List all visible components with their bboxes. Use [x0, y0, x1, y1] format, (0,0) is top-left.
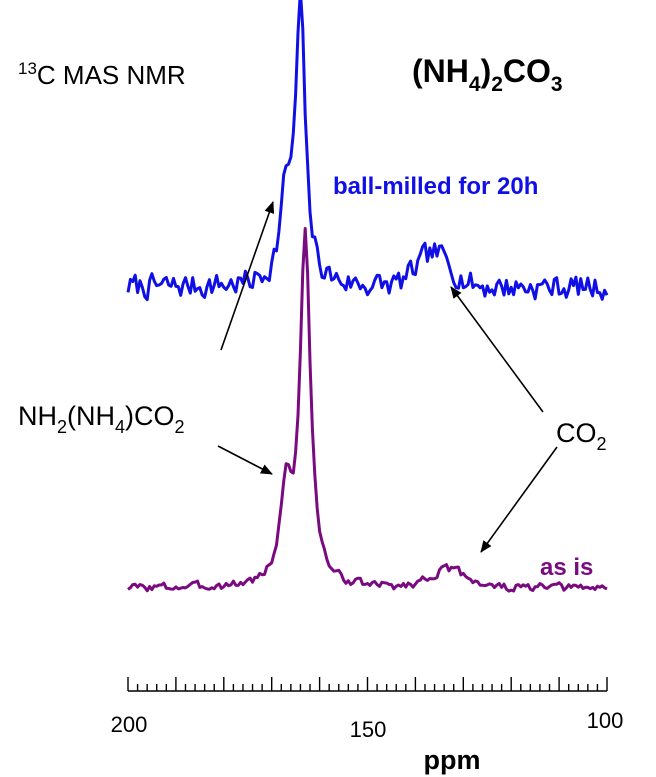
arrow-carbamate-ball-milled: [220, 201, 275, 351]
arrow-co2-ball-milled: [450, 286, 544, 413]
series-label-as-is: as is: [540, 554, 593, 581]
compound-formula: (NH4)2CO3: [412, 53, 563, 96]
chart-title: 13C MAS NMR: [18, 59, 186, 90]
x-axis-ticks: [127, 677, 608, 691]
x-tick-label-100: 100: [587, 708, 624, 733]
x-tick-label-200: 200: [111, 712, 148, 737]
spectrum-as-is: [127, 227, 608, 593]
x-axis-label: ppm: [424, 745, 481, 775]
arrow-carbamate-as-is: [217, 445, 273, 475]
x-tick-label-150: 150: [350, 717, 387, 742]
spectrum-ball-milled: [126, 0, 609, 302]
annotation-carbamate: NH2(NH4)CO2: [18, 401, 185, 437]
arrow-co2-as-is: [480, 446, 558, 553]
series-label-ball-milled: ball-milled for 20h: [333, 173, 538, 200]
x-axis: 200 150 100 ppm: [111, 677, 624, 775]
title-text: C MAS NMR: [37, 60, 186, 90]
annotation-co2: CO2: [556, 418, 607, 454]
title-superscript: 13: [18, 59, 37, 78]
